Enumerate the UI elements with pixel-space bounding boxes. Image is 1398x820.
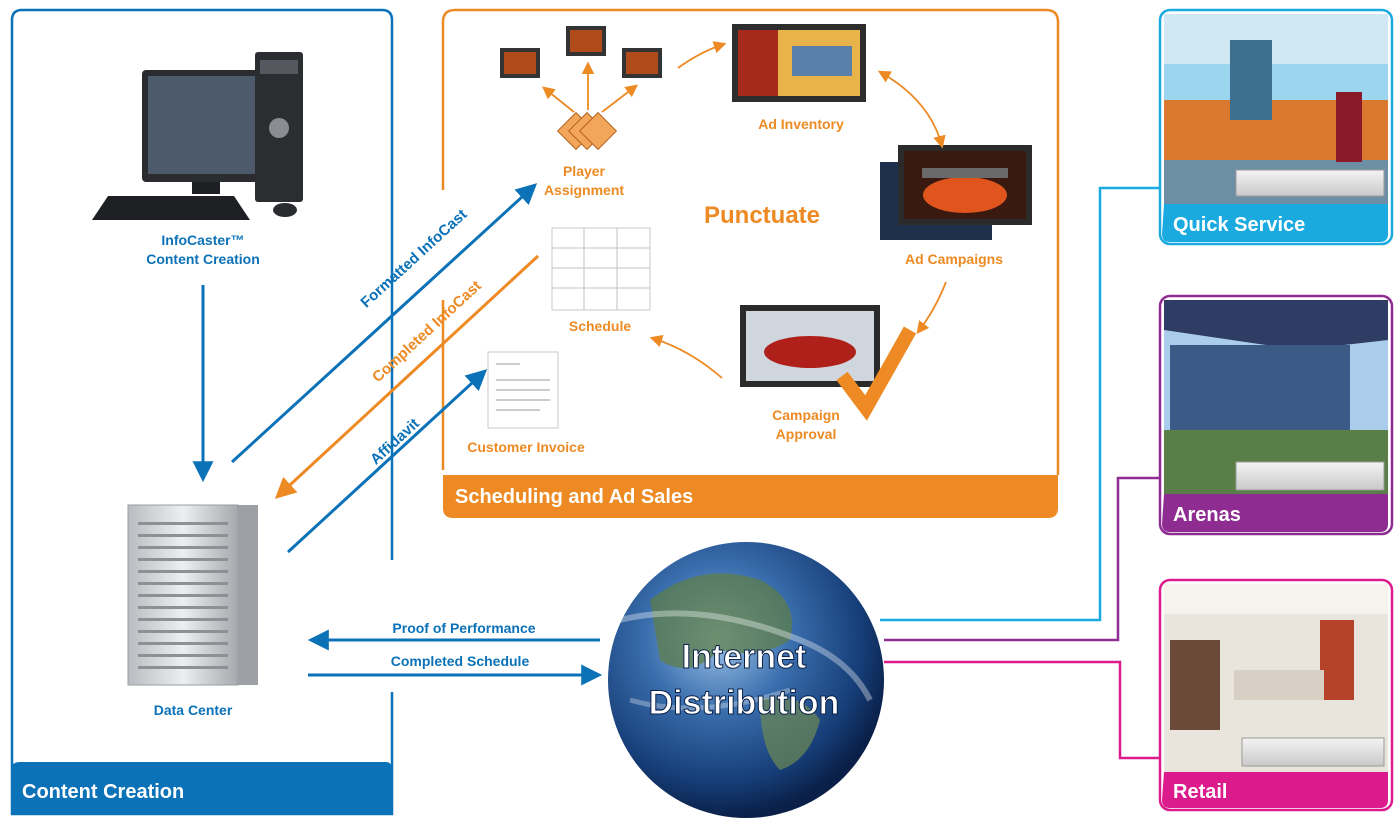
content-creation-panel-label: Content Creation [22,781,184,803]
formatted-infocast-arrow [230,183,538,464]
infocaster-label-line1: InfoCaster™ [161,232,244,248]
venue-retail: Retail [1158,578,1394,812]
approval-to-schedule-arrow [649,335,723,379]
affidavit-label: Affidavit [367,415,423,468]
server-tower-icon [127,504,258,686]
player-assignment-label-line2: Assignment [544,182,624,198]
campaign-approval-label-line2: Approval [776,426,837,442]
campaign-approval-label-line1: Campaign [772,407,840,423]
proof-of-performance-label: Proof of Performance [392,620,535,636]
campaign-approval-screen-icon [740,305,880,387]
venue-quick-service: Quick Service [1158,8,1394,246]
scheduling-panel: Scheduling and Ad Sales [441,8,1060,518]
retail-label: Retail [1173,781,1227,803]
completed-schedule-label: Completed Schedule [391,653,530,669]
ad-campaigns-screen-icon [880,145,1032,240]
data-center-label: Data Center [154,702,233,718]
globe-icon [608,542,884,818]
player-assignment-icon [556,111,618,151]
internet-label-line2: Distribution [649,684,840,722]
player-screen-icon [566,26,606,56]
media-player-device-icon [1235,461,1385,491]
player-to-inventory-arrow [677,41,727,69]
ad-campaigns-label: Ad Campaigns [905,251,1003,267]
scheduling-panel-label: Scheduling and Ad Sales [455,486,693,508]
checkmark-icon [836,326,917,421]
completed-infocast-arrow [274,254,540,499]
player-screen-icon [500,48,540,78]
quick-service-label: Quick Service [1173,214,1305,236]
player-screen-icon [622,48,662,78]
affidavit-arrow [286,369,488,554]
ad-inventory-screen-icon [732,24,866,102]
venue-arenas: Arenas [1158,294,1394,536]
inventory-campaigns-arrow [877,70,946,149]
ad-inventory-label: Ad Inventory [758,116,844,132]
player-arrows [542,61,639,113]
media-player-device-icon [1235,169,1385,197]
internet-label-line1: Internet [682,638,807,676]
desktop-computer-icon [92,52,303,220]
punctuate-title: Punctuate [704,202,820,229]
player-assignment-label-line1: Player [563,163,606,179]
infocaster-label-line2: Content Creation [146,251,260,267]
arenas-label: Arenas [1173,504,1241,526]
content-creation-panel: Content Creation [10,8,394,816]
media-player-device-icon [1241,737,1385,767]
schedule-calendar-icon [551,227,651,311]
customer-invoice-label: Customer Invoice [467,439,585,455]
invoice-document-icon [487,351,559,429]
schedule-label: Schedule [569,318,631,334]
campaigns-to-approval-arrow [916,281,947,334]
